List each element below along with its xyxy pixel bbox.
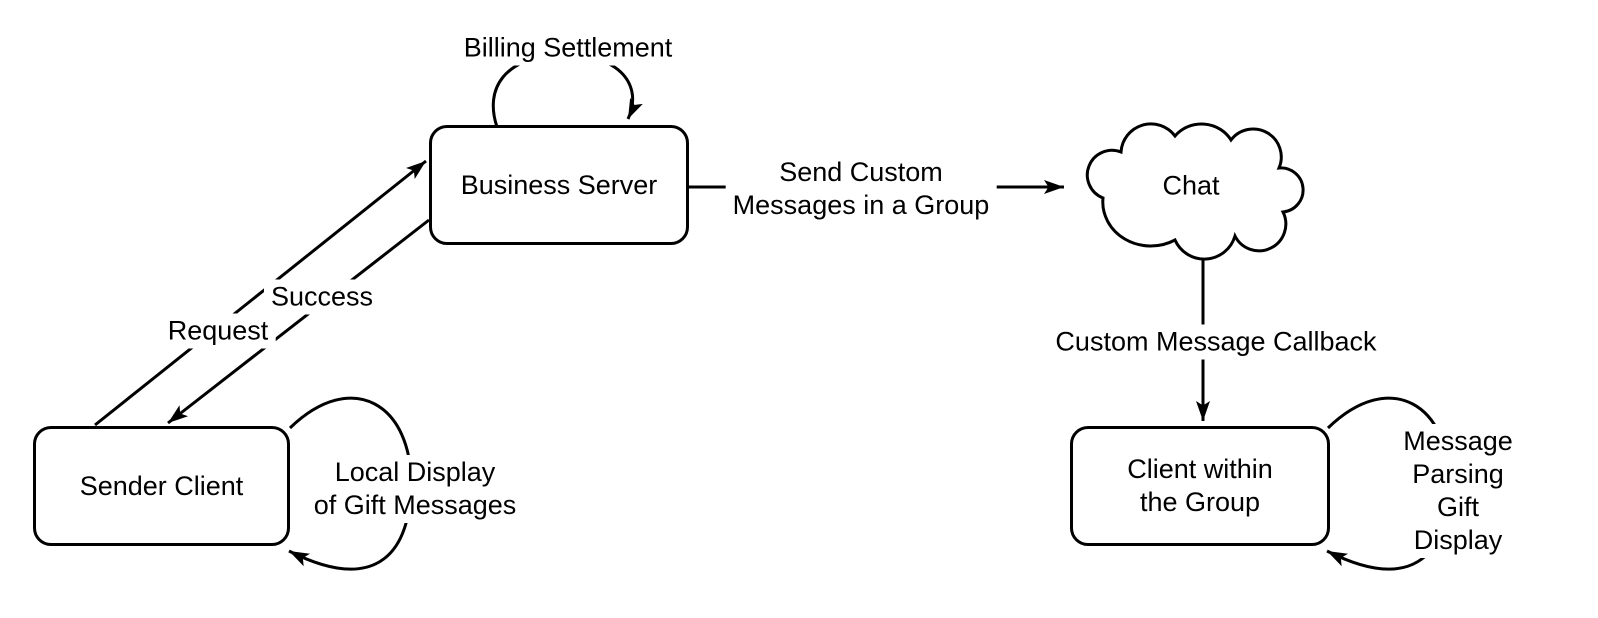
node-sender-client-label: Sender Client [79, 470, 244, 501]
success-arrow [167, 218, 430, 425]
node-client-within-group: Client within the Group [1070, 426, 1330, 546]
edge-label-request: Request [160, 313, 276, 349]
edge-label-send-custom-messages: Send Custom Messages in a Group [725, 155, 997, 223]
chat-cloud-shape [1085, 122, 1305, 261]
node-sender-client: Sender Client [33, 426, 290, 546]
billing-settlement-self-loop-arrow [491, 53, 643, 128]
edge-label-billing-settlement: Billing Settlement [456, 30, 680, 66]
edge-label-message-parsing: Message Parsing Gift Display [1388, 424, 1528, 558]
node-business-server: Business Server [429, 125, 689, 245]
chat-cloud-label: Chat [1162, 170, 1220, 201]
edge-label-local-display: Local Display of Gift Messages [306, 455, 524, 523]
edge-label-custom-message-callback: Custom Message Callback [1048, 324, 1384, 360]
edge-label-success: Success [263, 279, 381, 315]
request-arrow [94, 159, 427, 427]
node-business-server-label: Business Server [460, 169, 658, 200]
node-client-within-group-label: Client within the Group [1127, 454, 1273, 517]
